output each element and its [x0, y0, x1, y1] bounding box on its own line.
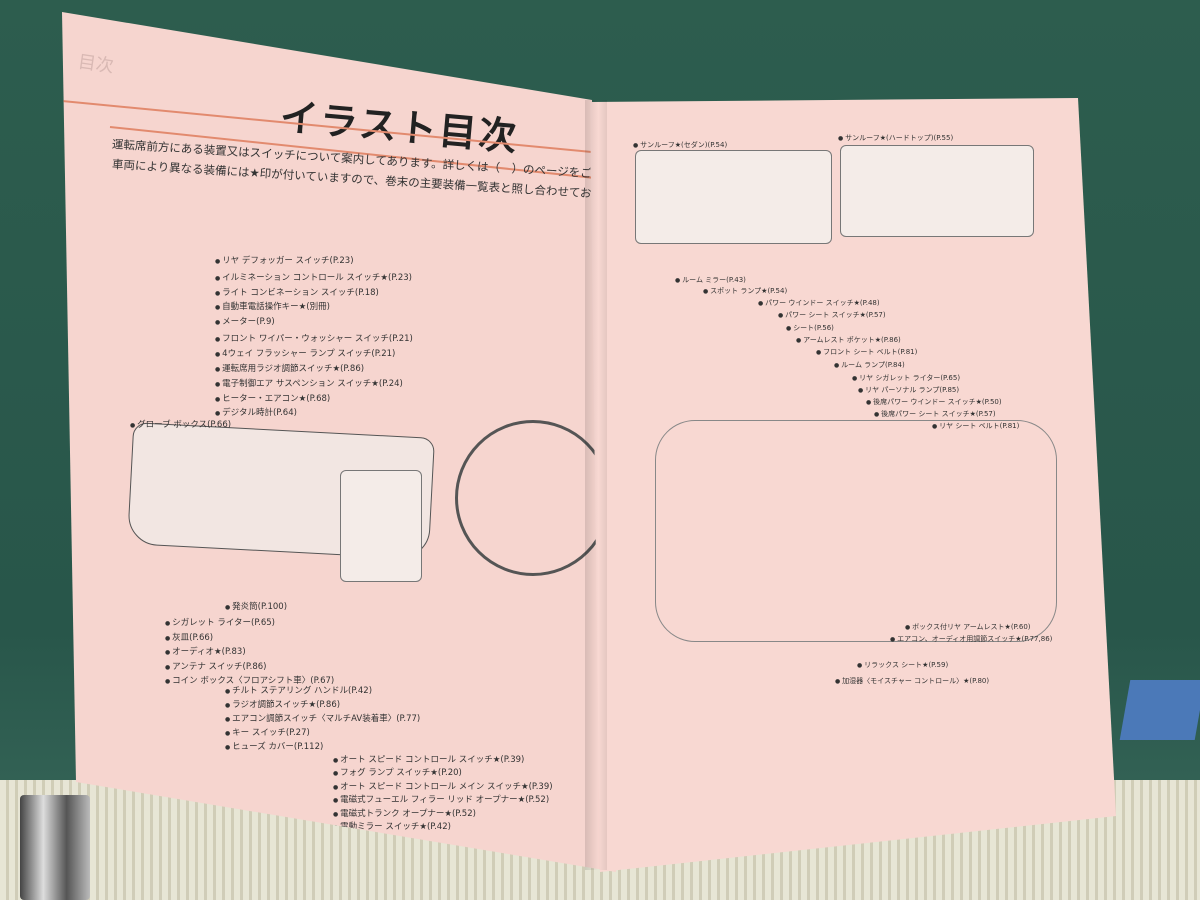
label: サンルーフ★(ハードトップ)(P.55)	[838, 133, 953, 143]
label: グローブ ボックス(P.66)	[130, 418, 231, 430]
label: 加湿器〈モイスチャー コントロール〉★(P.80)	[835, 676, 989, 686]
label: ヒーター・エアコン★(P.68)	[215, 392, 330, 404]
label: 運転席用ラジオ調節スイッチ★(P.86)	[215, 362, 364, 374]
label: イルミネーション コントロール スイッチ★(P.23)	[215, 271, 412, 283]
label: リヤ シガレット ライター(P.65)	[852, 373, 960, 383]
label: 自動車電話操作キー★(別冊)	[215, 300, 330, 312]
label: デジタル時計(P.64)	[215, 406, 297, 418]
label: 電動ミラー スイッチ★(P.42)	[333, 820, 451, 832]
label: エアコン調節スイッチ〈マルチAV装着車〉(P.77)	[225, 712, 420, 724]
label: アンテナ スイッチ(P.86)	[165, 660, 266, 672]
label: ライト コンビネーション スイッチ(P.18)	[215, 286, 379, 298]
label: アームレスト ポケット★(P.86)	[796, 335, 901, 345]
label: ルーム ランプ(P.84)	[834, 360, 905, 370]
label: スポット ランプ★(P.54)	[703, 286, 787, 296]
label: 電子制御エア サスペンション スイッチ★(P.24)	[215, 377, 403, 389]
label: シート(P.56)	[786, 323, 834, 333]
label: オート スピード コントロール メイン スイッチ★(P.39)	[333, 780, 552, 792]
label: キー スイッチ(P.27)	[225, 726, 310, 738]
label: サンルーフ★(セダン)(P.54)	[633, 140, 727, 150]
car-interior-illustration	[655, 420, 1057, 642]
label: メーター(P.9)	[215, 315, 275, 327]
label: オート スピード コントロール スイッチ★(P.39)	[333, 753, 524, 765]
label: フロント ワイパー・ウォッシャー スイッチ(P.21)	[215, 332, 413, 344]
center-console-illustration	[340, 470, 422, 582]
header-tab: 目次	[76, 51, 116, 78]
label: 電磁式フューエル フィラー リッド オープナー★(P.52)	[333, 793, 549, 805]
label: リラックス シート★(P.59)	[857, 660, 948, 670]
label: エアコン、オーディオ用調節スイッチ★(P.77,86)	[890, 634, 1052, 644]
sunroof-hardtop-illustration	[840, 145, 1034, 237]
sunroof-sedan-illustration	[635, 150, 832, 244]
label: ルーム ミラー(P.43)	[675, 275, 746, 285]
label: シガレット ライター(P.65)	[165, 616, 275, 628]
label: リヤ シート ベルト(P.81)	[932, 421, 1019, 431]
label: 後席パワー ウインドー スイッチ★(P.50)	[866, 397, 1001, 407]
label: ヒューズ カバー(P.112)	[225, 740, 323, 752]
book-gutter	[585, 100, 607, 870]
label: フロント シート ベルト(P.81)	[816, 347, 917, 357]
label: コイン ボックス〈フロアシフト車〉(P.67)	[165, 674, 334, 686]
label: パワー シート スイッチ★(P.57)	[778, 310, 885, 320]
label: フォグ ランプ スイッチ★(P.20)	[333, 766, 462, 778]
label: チルト ステアリング ハンドル(P.42)	[225, 684, 372, 696]
label: パワー ウインドー スイッチ★(P.48)	[758, 298, 879, 308]
metal-clip	[20, 795, 90, 900]
label: 4ウェイ フラッシャー ランプ スイッチ(P.21)	[215, 347, 395, 359]
label: 発炎筒(P.100)	[225, 600, 287, 612]
label: リヤ パーソナル ランプ(P.85)	[858, 385, 959, 395]
label: 電磁式トランク オープナー★(P.52)	[333, 807, 476, 819]
label: 灰皿(P.66)	[165, 631, 213, 643]
label: ラジオ調節スイッチ★(P.86)	[225, 698, 340, 710]
label: 後席パワー シート スイッチ★(P.57)	[874, 409, 995, 419]
label: ボックス付リヤ アームレスト★(P.60)	[905, 622, 1030, 632]
label: リヤ デフォッガー スイッチ(P.23)	[215, 254, 353, 266]
blue-object	[1119, 680, 1200, 740]
label: オーディオ★(P.83)	[165, 645, 245, 657]
